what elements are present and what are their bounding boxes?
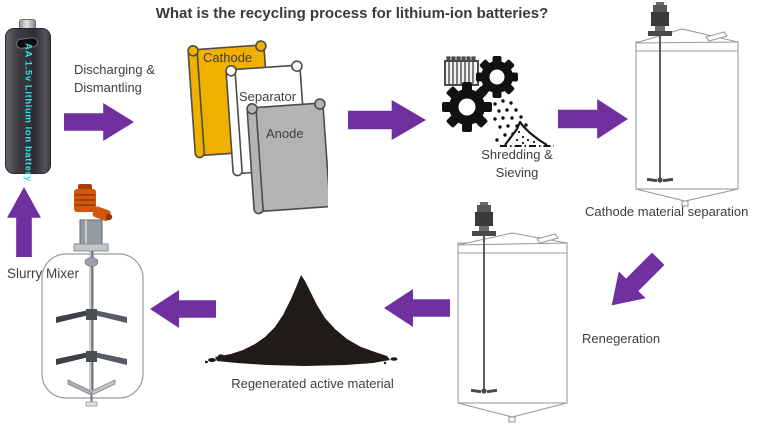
battery-label-wrap: AA 1.5v Lithium ion battery bbox=[5, 28, 51, 182]
arrow-down-left-icon-to-regeneration bbox=[598, 245, 672, 319]
regenerated-material-label: Regenerated active material bbox=[231, 376, 394, 391]
shredding-sieving-icon bbox=[442, 56, 554, 147]
regeneration-tank-illustration bbox=[457, 202, 568, 423]
electrode-sheets-illustration bbox=[187, 40, 328, 215]
anode-scroll bbox=[246, 98, 328, 215]
gear-small-icon bbox=[476, 56, 518, 98]
battery-body bbox=[5, 28, 51, 174]
agitator-motor bbox=[470, 202, 498, 394]
cell-casing-icon bbox=[444, 56, 479, 86]
regeneration-label: Renegeration bbox=[582, 331, 661, 346]
gear-large-icon bbox=[442, 82, 492, 132]
battery-label: AA 1.5v Lithium ion battery bbox=[22, 42, 34, 182]
page-title: What is the recycling process for lithiu… bbox=[155, 5, 549, 22]
discharging-dismantling-label: Discharging & Dismantling bbox=[74, 62, 155, 95]
arrow-right-icon-to-separation bbox=[558, 99, 628, 139]
shredding-sieving-label: Shredding & Sieving bbox=[481, 147, 553, 180]
agitator-motor bbox=[646, 2, 674, 183]
regenerated-powder-illustration bbox=[205, 275, 398, 366]
cathode-separation-label: Cathode material separation bbox=[585, 204, 749, 219]
mixer-motor bbox=[73, 184, 113, 252]
separation-tank-illustration bbox=[635, 2, 739, 207]
lithium-battery-illustration: AA 1.5v Lithium ion battery bbox=[5, 19, 55, 182]
slurry-mixer-label: Slurry Mixer bbox=[7, 266, 80, 281]
arrow-right-icon-to-shredding bbox=[348, 100, 426, 140]
arrow-right-icon-discharging bbox=[64, 103, 134, 141]
separator-label: Separator bbox=[239, 89, 297, 104]
cathode-label: Cathode bbox=[203, 50, 253, 65]
anode-label: Anode bbox=[266, 126, 304, 141]
sieved-pile-icon bbox=[500, 120, 554, 147]
slurry-mixer-illustration bbox=[41, 184, 144, 407]
mixer-shaft-impellers bbox=[56, 251, 127, 407]
